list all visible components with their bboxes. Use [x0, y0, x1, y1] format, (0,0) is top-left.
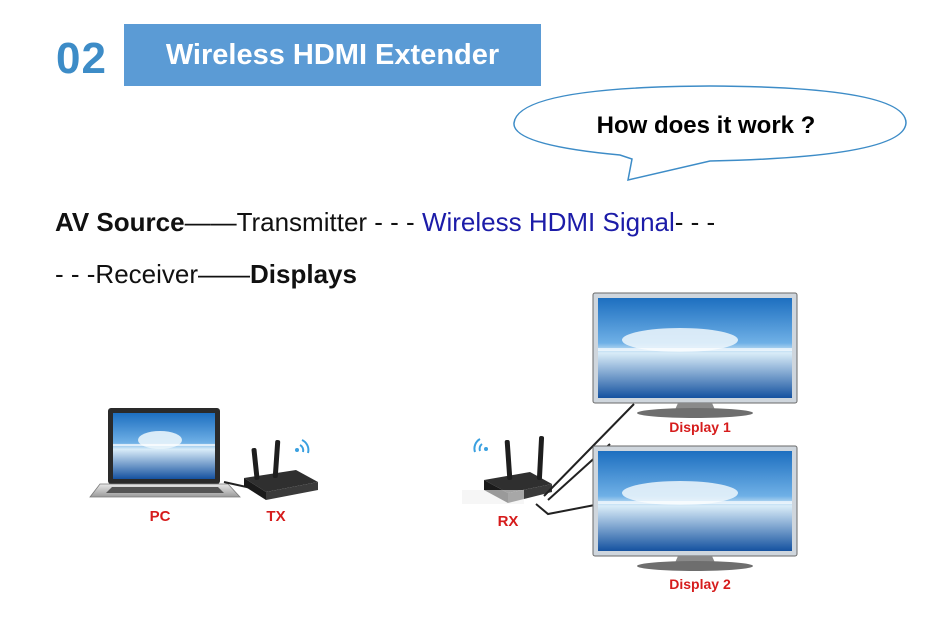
flow-line-2: - - -Receiver——Displays: [55, 256, 357, 292]
display-2-label: Display 2: [669, 576, 731, 592]
signal-text: Wireless HDMI Signal: [421, 207, 675, 237]
rx-device-icon: [462, 436, 552, 504]
pc-label: PC: [149, 508, 171, 525]
speech-bubble: [513, 85, 907, 181]
bubble-text: How does it work ?: [596, 112, 816, 139]
section-number: 02: [56, 34, 107, 83]
transmitter-text: Transmitter - - -: [236, 207, 422, 237]
receiver-text: - - -Receiver: [55, 259, 199, 289]
tx-device-icon: [244, 440, 318, 500]
av-source-text: AV Source: [55, 207, 185, 237]
flow-line-1: AV Source——Transmitter - - - Wireless HD…: [55, 204, 715, 240]
dash-3: ——: [198, 259, 251, 289]
display-1-icon: [592, 292, 798, 418]
wifi-icon-rx: [473, 438, 488, 453]
wifi-icon-tx: [295, 439, 310, 454]
display-1-label: Display 1: [669, 419, 731, 435]
dash-1: ——: [184, 207, 237, 237]
display-2-icon: [592, 445, 798, 571]
tx-label: TX: [266, 508, 286, 525]
dash-2: - - -: [674, 207, 716, 237]
section-title: Wireless HDMI Extender: [124, 24, 541, 86]
displays-text: Displays: [250, 259, 357, 289]
rx-label: RX: [497, 513, 519, 530]
laptop-icon: [89, 408, 241, 498]
